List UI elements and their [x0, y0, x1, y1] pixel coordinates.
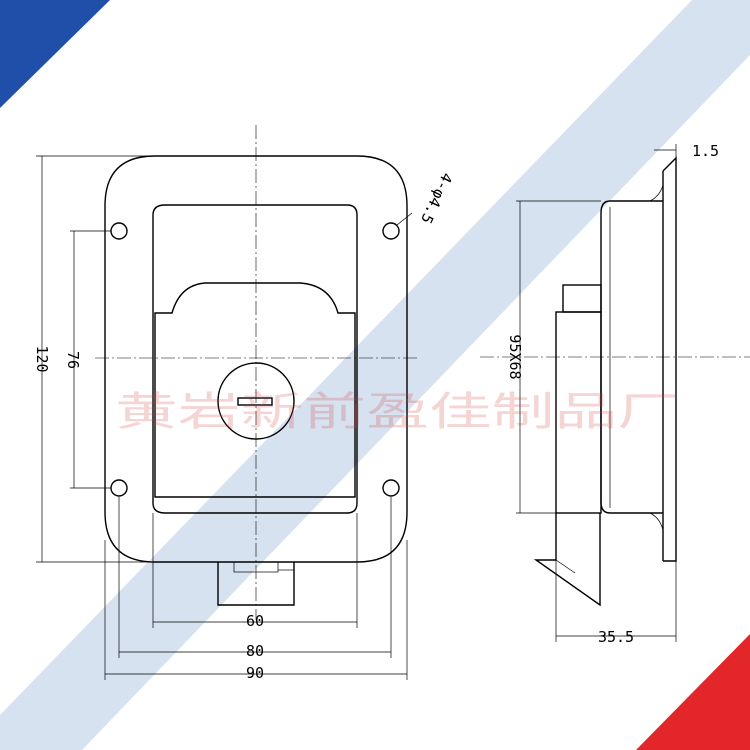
- dim-outer-height-label: 120: [33, 345, 51, 372]
- lock-housing: [562, 284, 602, 313]
- dim-outer-width-label: 90: [246, 664, 264, 682]
- hole-callout-label: 4-φ4.5: [417, 170, 456, 227]
- mounting-hole-top-left: [110, 222, 128, 240]
- dim-thickness-label: 1.5: [692, 142, 719, 160]
- tray-flange-fillet-bottom: [649, 512, 664, 531]
- mounting-hole-bottom-right: [382, 479, 400, 497]
- watermark-text: 黄岩新前盈佳制品厂: [115, 389, 680, 435]
- dim-hole-spacing-width-label: 80: [246, 642, 264, 660]
- tray-flange-fillet-top: [649, 184, 664, 202]
- corner-red-triangle: [636, 634, 750, 750]
- dim-tray-width-label: 60: [246, 612, 264, 630]
- dim-hole-spacing-height-label: 76: [64, 351, 82, 369]
- side-latch-chamfer: [555, 559, 576, 574]
- dim-cutout-label: 95X68: [506, 334, 524, 379]
- side-view: 95X68 35.5 1.5: [480, 142, 750, 646]
- mounting-hole-top-right: [382, 222, 400, 240]
- paddle-handle-outline: [154, 282, 356, 498]
- lock-body: [555, 311, 602, 514]
- corner-blue-triangle: [0, 0, 110, 108]
- latch-tongue: [217, 562, 295, 606]
- flange-outline: [662, 156, 677, 562]
- latch-cam: [233, 561, 279, 573]
- key-slot: [237, 397, 273, 406]
- hole-callout-leader: [396, 212, 413, 226]
- lock-cylinder: [217, 362, 295, 440]
- tray-recess-outline: [152, 204, 358, 514]
- mounting-hole-bottom-left: [110, 479, 128, 497]
- dim-depth-label: 35.5: [598, 628, 634, 646]
- side-latch: [533, 513, 601, 607]
